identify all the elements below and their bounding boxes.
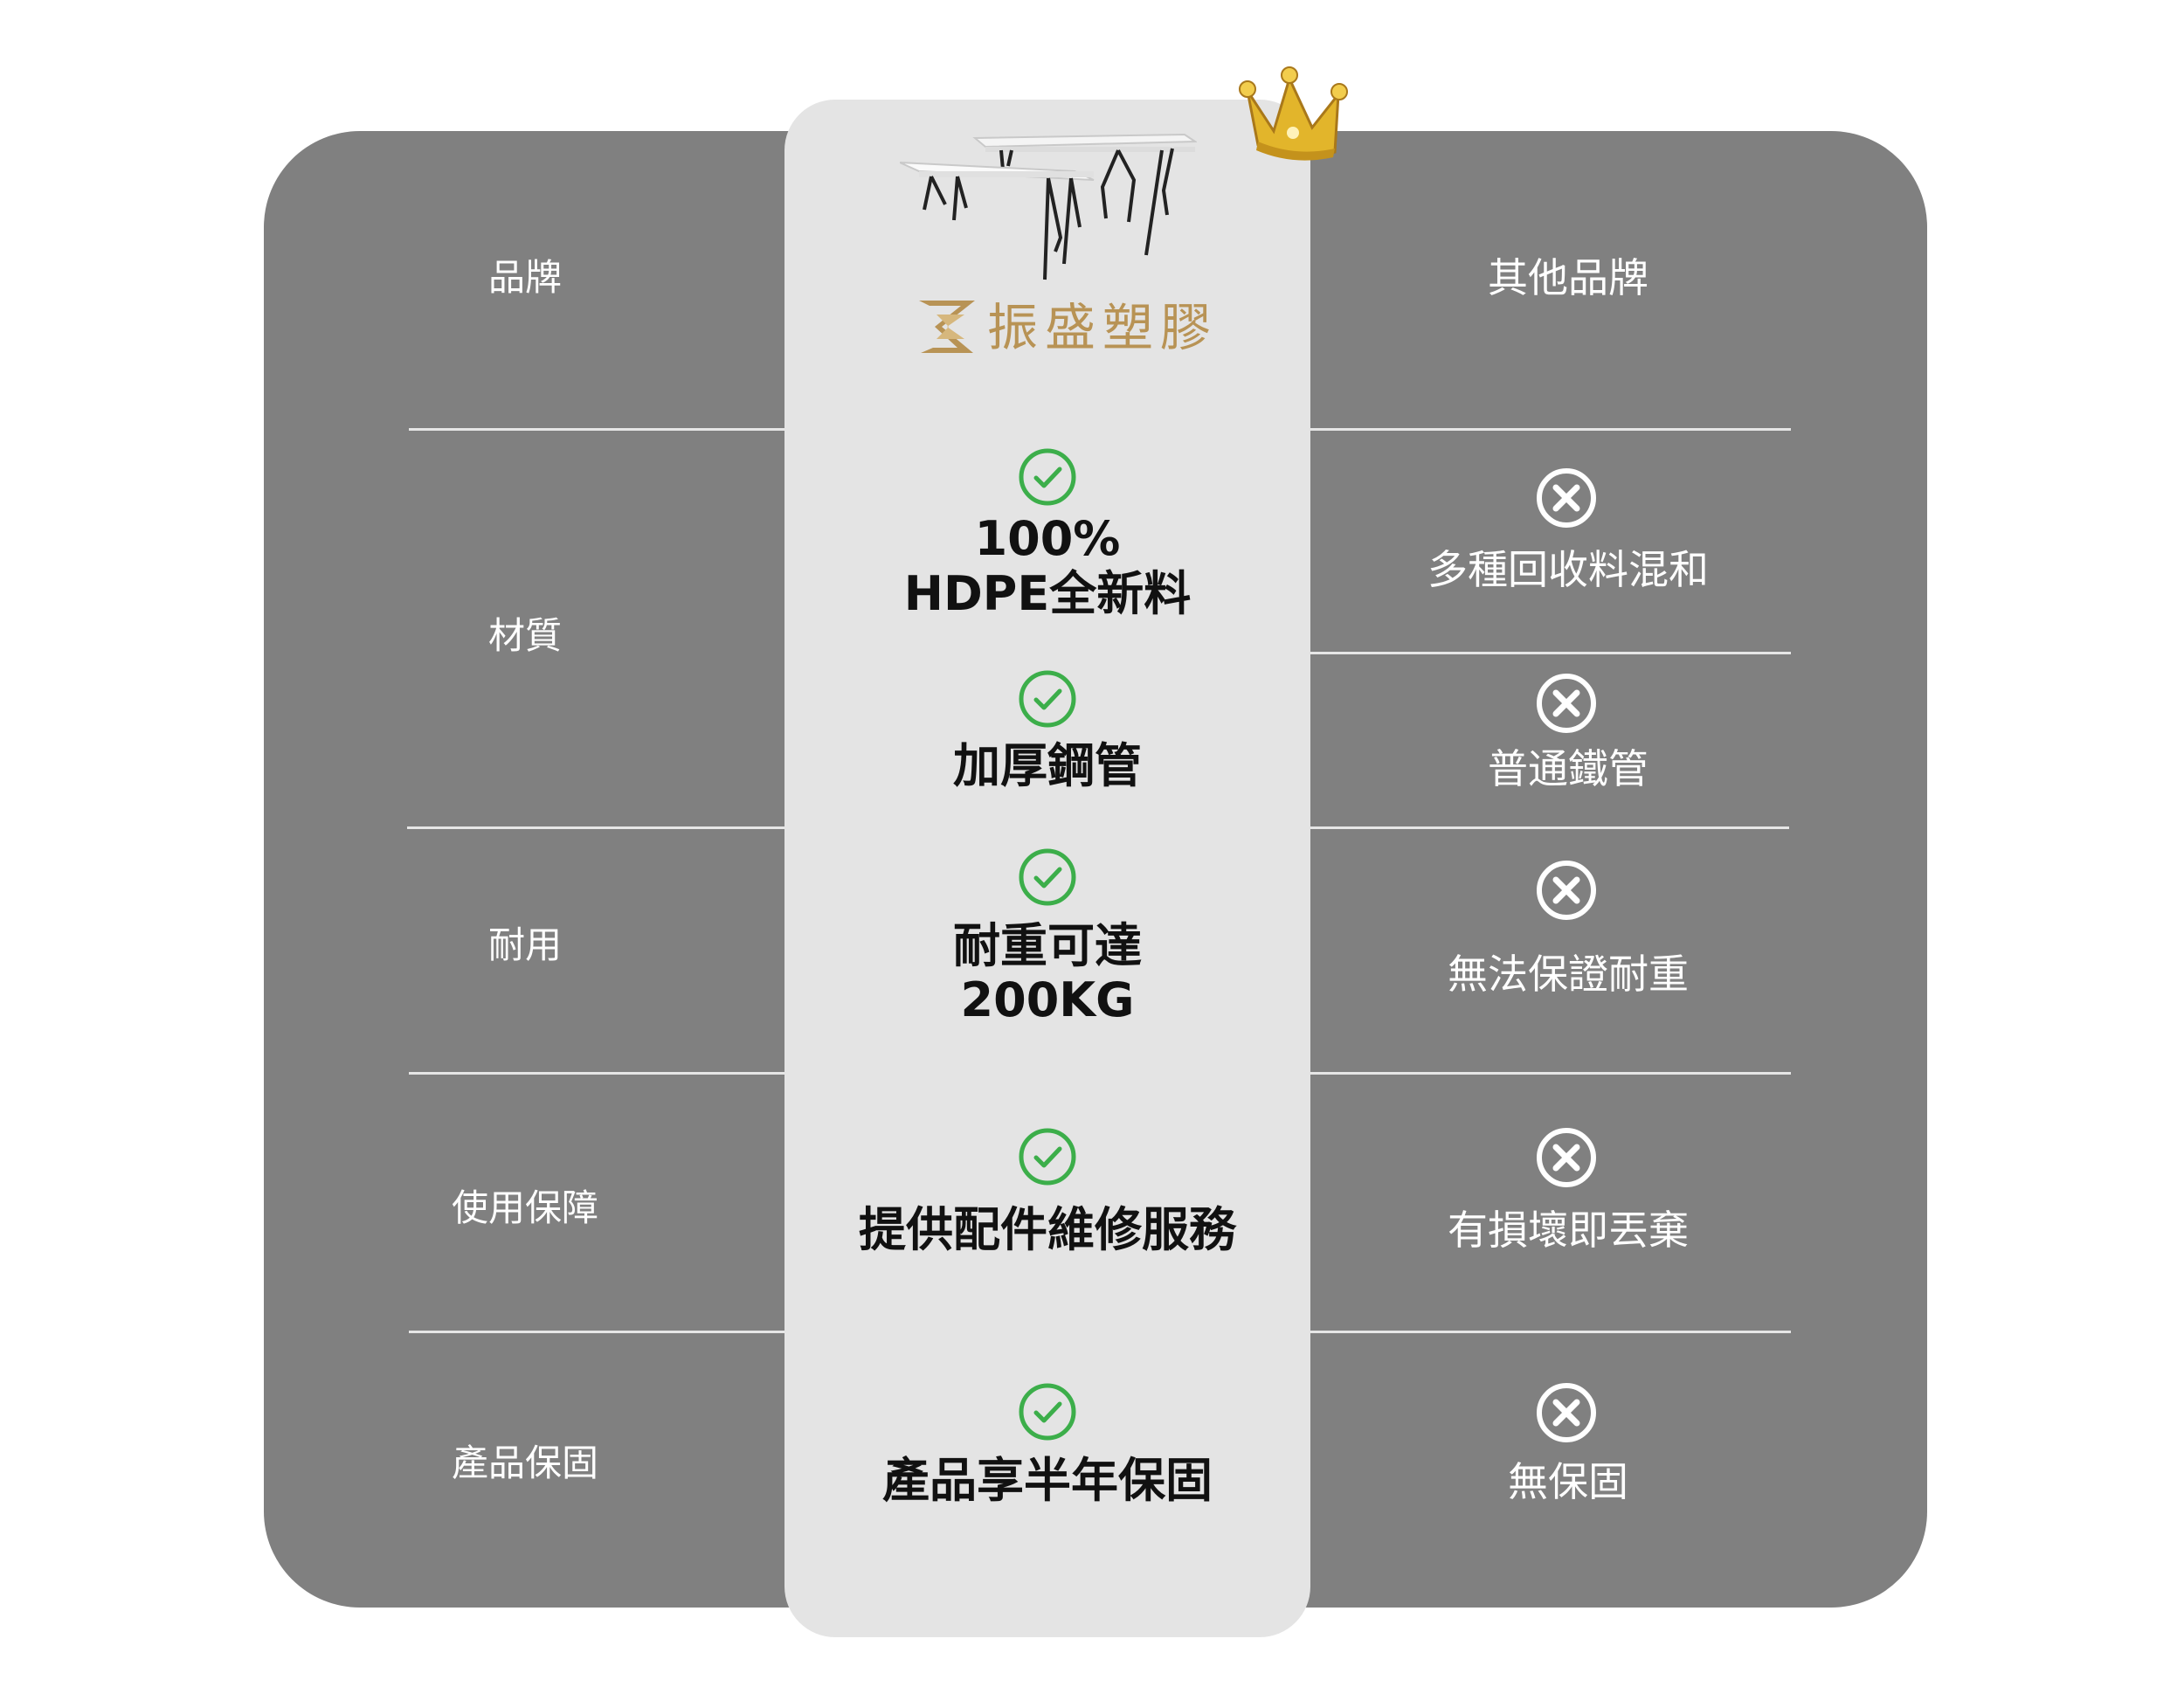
feature-material-1-line1: 100% (974, 511, 1121, 566)
feature-warranty: 提供配件維修服務 (859, 1202, 1236, 1257)
row-divider (1310, 428, 1791, 431)
other-material-1: 多種回收料混和 (1427, 546, 1709, 593)
row-divider (1310, 1331, 1791, 1333)
other-durability: 無法保證耐重 (1448, 951, 1689, 998)
folding-table-icon (900, 133, 1197, 280)
row-label-guarantee: 產品保固 (451, 1442, 598, 1484)
row-divider (407, 826, 786, 829)
row-divider (409, 428, 786, 431)
highlight-column (784, 100, 1310, 1637)
x-circle-icon (1537, 1128, 1596, 1187)
check-circle-icon (1019, 670, 1076, 728)
row-divider (409, 1331, 786, 1333)
row-divider (1310, 826, 1789, 829)
feature-material-2: 加厚鋼管 (953, 738, 1142, 793)
check-circle-icon (1019, 448, 1076, 506)
x-circle-icon (1537, 674, 1596, 733)
other-material-2: 普通鐵管 (1488, 745, 1648, 792)
row-label-brand: 品牌 (487, 256, 562, 299)
feature-guarantee: 產品享半年保固 (882, 1453, 1213, 1508)
row-label-warranty: 使用保障 (451, 1186, 598, 1229)
brand-name: 振盛塑膠 (987, 298, 1219, 357)
x-circle-icon (1537, 468, 1596, 528)
check-circle-icon (1019, 848, 1076, 906)
other-warranty: 有損壞即丟棄 (1448, 1207, 1689, 1254)
check-circle-icon (1019, 1128, 1076, 1186)
row-divider (409, 1072, 786, 1075)
row-divider (1310, 1072, 1791, 1075)
feature-durability-line2: 200KG (960, 972, 1135, 1027)
row-label-durability: 耐用 (487, 923, 562, 966)
feature-durability-line1: 耐重可達 (953, 918, 1142, 973)
other-guarantee: 無保固 (1508, 1458, 1628, 1505)
row-divider (1310, 652, 1791, 654)
x-circle-icon (1537, 1383, 1596, 1442)
crown-icon (1239, 66, 1348, 161)
x-circle-icon (1537, 861, 1596, 920)
brand-logo-icon (919, 301, 975, 353)
feature-material-1-line2: HDPE全新料 (903, 566, 1192, 621)
row-label-material: 材質 (487, 614, 562, 657)
other-brand-header: 其他品牌 (1488, 254, 1648, 301)
check-circle-icon (1019, 1383, 1076, 1441)
